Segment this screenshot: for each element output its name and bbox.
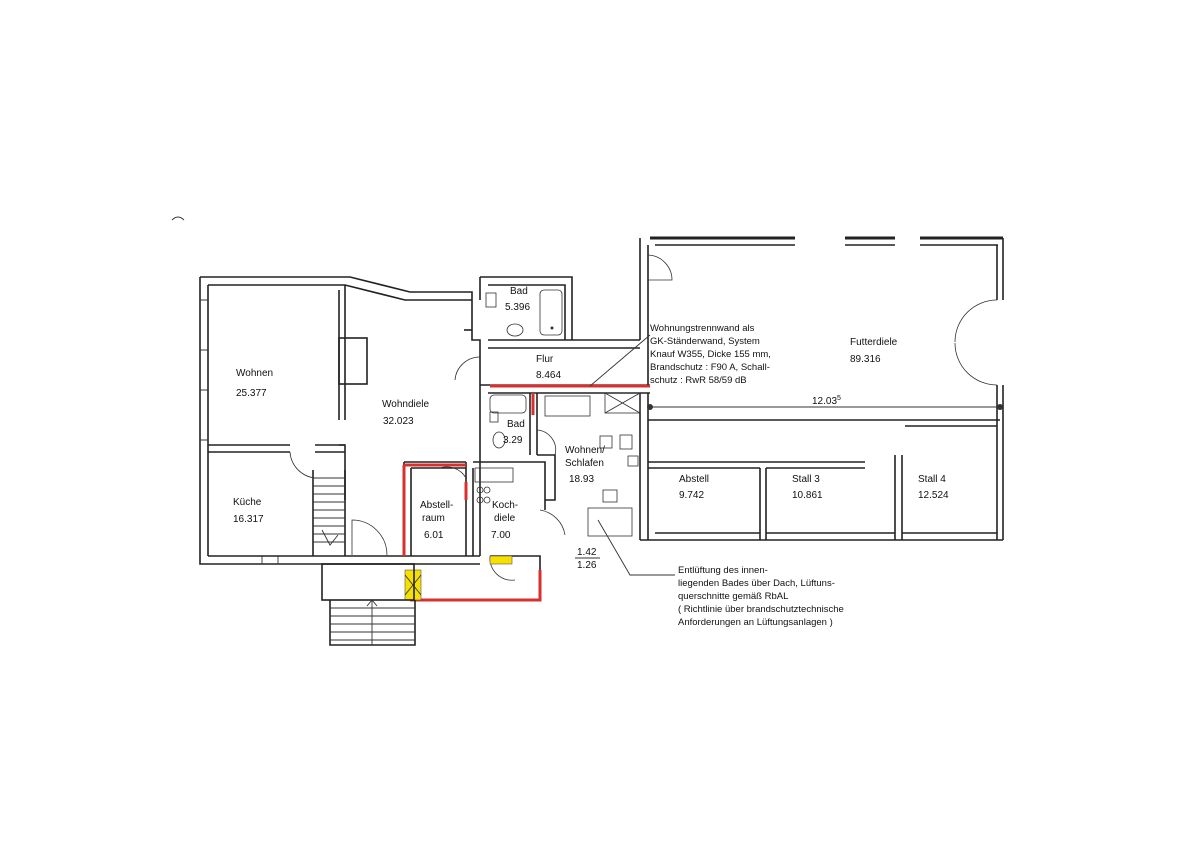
stall3-area: 10.861 [792, 490, 823, 501]
vent-note-line: Anforderungen an Lüftungsanlagen ) [678, 617, 833, 628]
bad-top-name: Bad [510, 286, 528, 297]
kochdiele-area: 7.00 [491, 530, 511, 541]
vent-note-line: querschnitte gemäß RbAL [678, 591, 788, 602]
wall-note-line: GK-Ständerwand, System [650, 336, 760, 347]
vent-note-line: ( Richtlinie über brandschutztechnische [678, 604, 844, 615]
wall-note-line: schutz : RwR 58/59 dB [650, 375, 747, 386]
wall-note-leader [589, 334, 651, 387]
corner-mark [171, 216, 185, 221]
futterdiele-area: 89.316 [850, 354, 881, 365]
wohnen-schlafen-name-2: Schlafen [565, 458, 604, 469]
vent-note: Entlüftung des innen- liegenden Bades üb… [678, 565, 844, 628]
abstell-name: Abstell [679, 474, 709, 485]
futterdiele-width-dim: 12.035 [812, 395, 841, 407]
vent-note-line: Entlüftung des innen- [678, 565, 768, 576]
bad-top-area: 5.396 [505, 302, 530, 313]
abstellraum-area: 6.01 [424, 530, 444, 541]
window-dim-bottom: 1.26 [577, 560, 597, 571]
vent-note-leader [597, 519, 675, 576]
abstell-area: 9.742 [679, 490, 704, 501]
stall4-name: Stall 4 [918, 474, 946, 485]
wall-note: Wohnungstrennwand als GK-Ständerwand, Sy… [650, 323, 771, 386]
bad-small-name: Bad [507, 419, 525, 430]
barn-walls [639, 236, 1004, 541]
flur-name: Flur [536, 354, 554, 365]
room-labels: Wohnen 25.377 Küche 16.317 Wohndiele 32.… [233, 286, 949, 541]
wohndiele-name: Wohndiele [382, 399, 430, 410]
wall-note-line: Brandschutz : F90 A, Schall- [650, 362, 770, 373]
futterdiele-name: Futterdiele [850, 337, 898, 348]
wohndiele-area: 32.023 [383, 416, 414, 427]
kueche-area: 16.317 [233, 514, 264, 525]
wall-note-line: Knauf W355, Dicke 155 mm, [650, 349, 771, 360]
wall-note-line: Wohnungstrennwand als [650, 323, 755, 334]
wohnen-name: Wohnen [236, 368, 273, 379]
wohnen-schlafen-area: 18.93 [569, 474, 594, 485]
wohnen-schlafen-name-1: Wohnen/ [565, 445, 605, 456]
house-walls [199, 276, 650, 646]
vent-note-line: liegenden Bades über Dach, Lüftuns- [678, 578, 835, 589]
kochdiele-name-2: diele [494, 513, 516, 524]
window-dim-top: 1.42 [577, 547, 597, 558]
stall4-area: 12.524 [918, 490, 949, 501]
wohnen-area: 25.377 [236, 388, 267, 399]
stall3-name: Stall 3 [792, 474, 820, 485]
kueche-name: Küche [233, 497, 262, 508]
flur-area: 8.464 [536, 370, 561, 381]
bad-small-area: 3.29 [503, 435, 523, 446]
kochdiele-name-1: Koch- [492, 500, 518, 511]
abstellraum-name-1: Abstell- [420, 500, 453, 511]
abstellraum-name-2: raum [422, 513, 445, 524]
